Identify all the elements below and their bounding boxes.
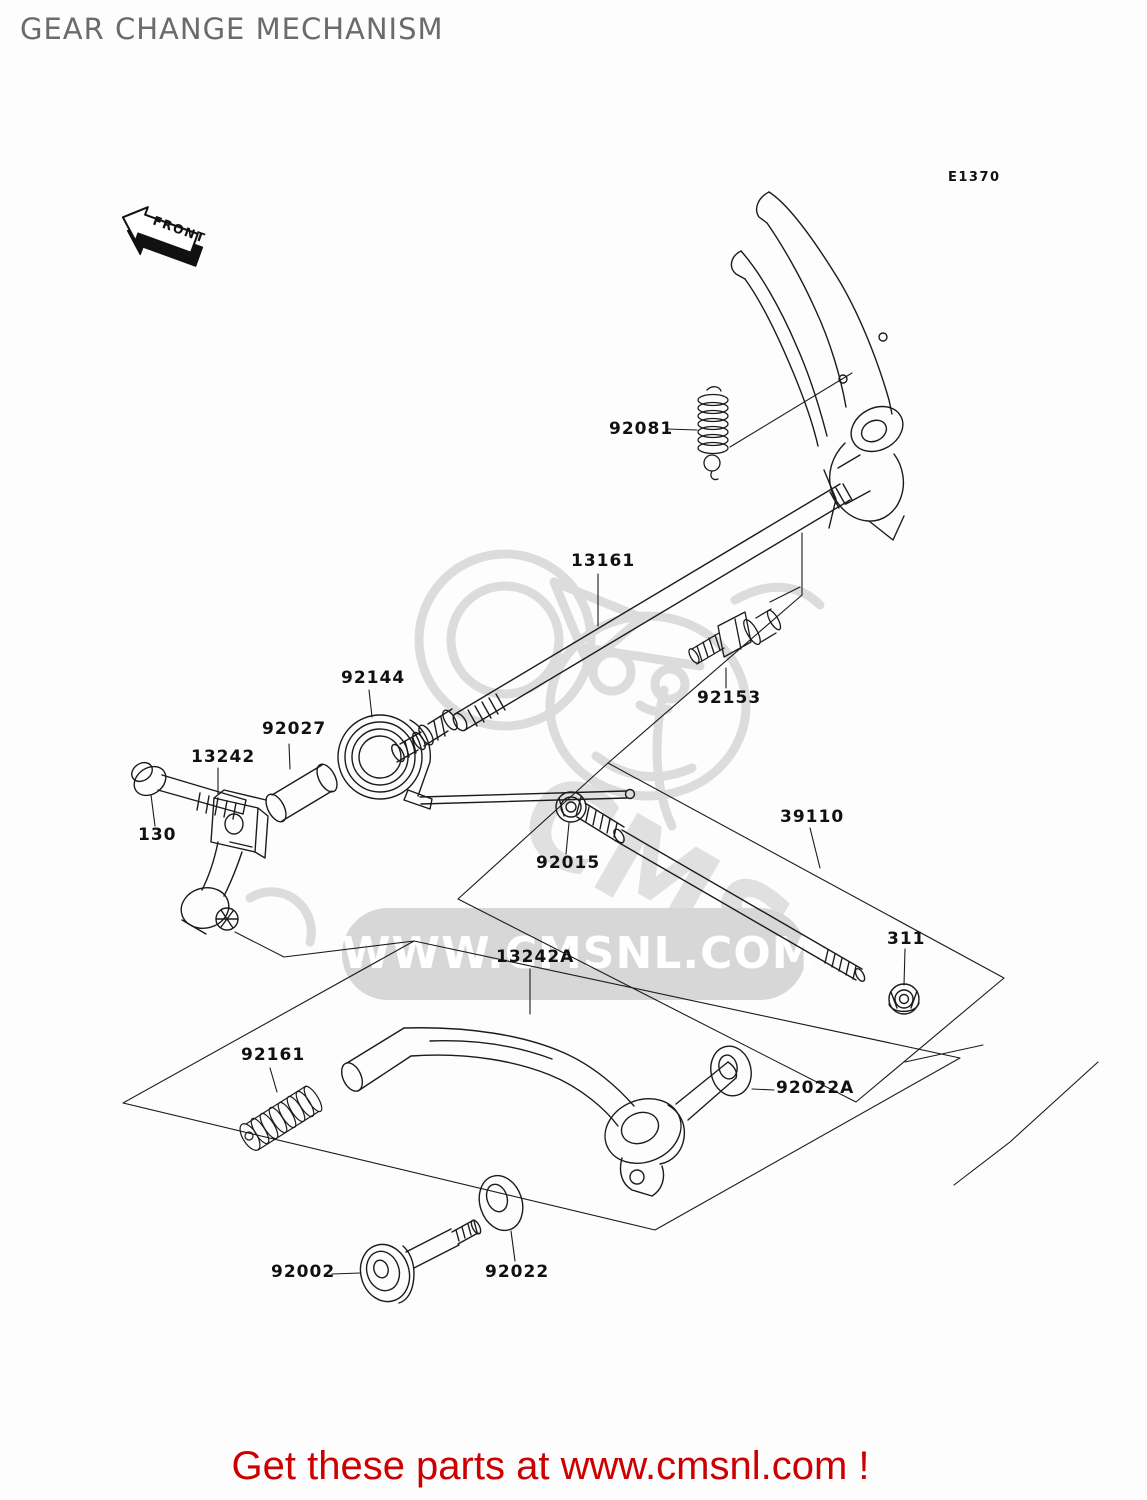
footer-cta-link[interactable]: Get these parts at www.cmsnl.com !: [231, 1444, 870, 1488]
part-label-13161: 13161: [571, 551, 636, 571]
part-label-92144: 92144: [341, 668, 406, 688]
washer-92022: [478, 1174, 524, 1232]
part-label-13242: 13242: [191, 747, 256, 767]
part-label-311: 311: [887, 929, 926, 949]
collar-92027: [265, 763, 338, 823]
part-label-39110: 39110: [780, 807, 845, 827]
part-label-92153: 92153: [697, 688, 762, 708]
part-label-92022A: 92022A: [776, 1078, 855, 1098]
flange-nut-311: [888, 983, 920, 1015]
part-label-130: 130: [138, 825, 177, 845]
part-label-92161: 92161: [241, 1045, 306, 1065]
part-label-92002: 92002: [271, 1262, 336, 1282]
shift-arm-13242: [180, 789, 269, 935]
pivot-bolt-92002: [359, 1219, 482, 1304]
watermark-url-band: WWW.CMSNL.COM: [342, 908, 816, 1000]
page-title: GEAR CHANGE MECHANISM: [20, 12, 444, 46]
part-label-92027: 92027: [262, 719, 327, 739]
locknut-92015: [555, 791, 625, 842]
bolt-130: [131, 761, 247, 820]
pedal-rubber-92161: [239, 1085, 323, 1151]
part-label-13242A: 13242A: [496, 947, 575, 967]
leader-lines: [150, 372, 906, 1275]
washer-92022a: [710, 1045, 752, 1097]
shift-shaft-13161: [391, 483, 853, 763]
part-label-92081: 92081: [609, 419, 674, 439]
stud-92153: [688, 608, 782, 665]
gear-pedal-13242a: [340, 1027, 738, 1197]
shift-rod-39110: [613, 828, 866, 983]
part-label-92022: 92022: [485, 1262, 550, 1282]
part-label-92015: 92015: [536, 853, 601, 873]
shift-ratchet-lever: [730, 191, 905, 541]
front-arrow-icon: [121, 206, 204, 267]
diagram-code: E1370: [948, 170, 1001, 185]
return-spring-92144: [337, 714, 636, 810]
ratchet-spring-92081: [697, 386, 729, 481]
phantom-outline-boxes: [122, 532, 1099, 1231]
